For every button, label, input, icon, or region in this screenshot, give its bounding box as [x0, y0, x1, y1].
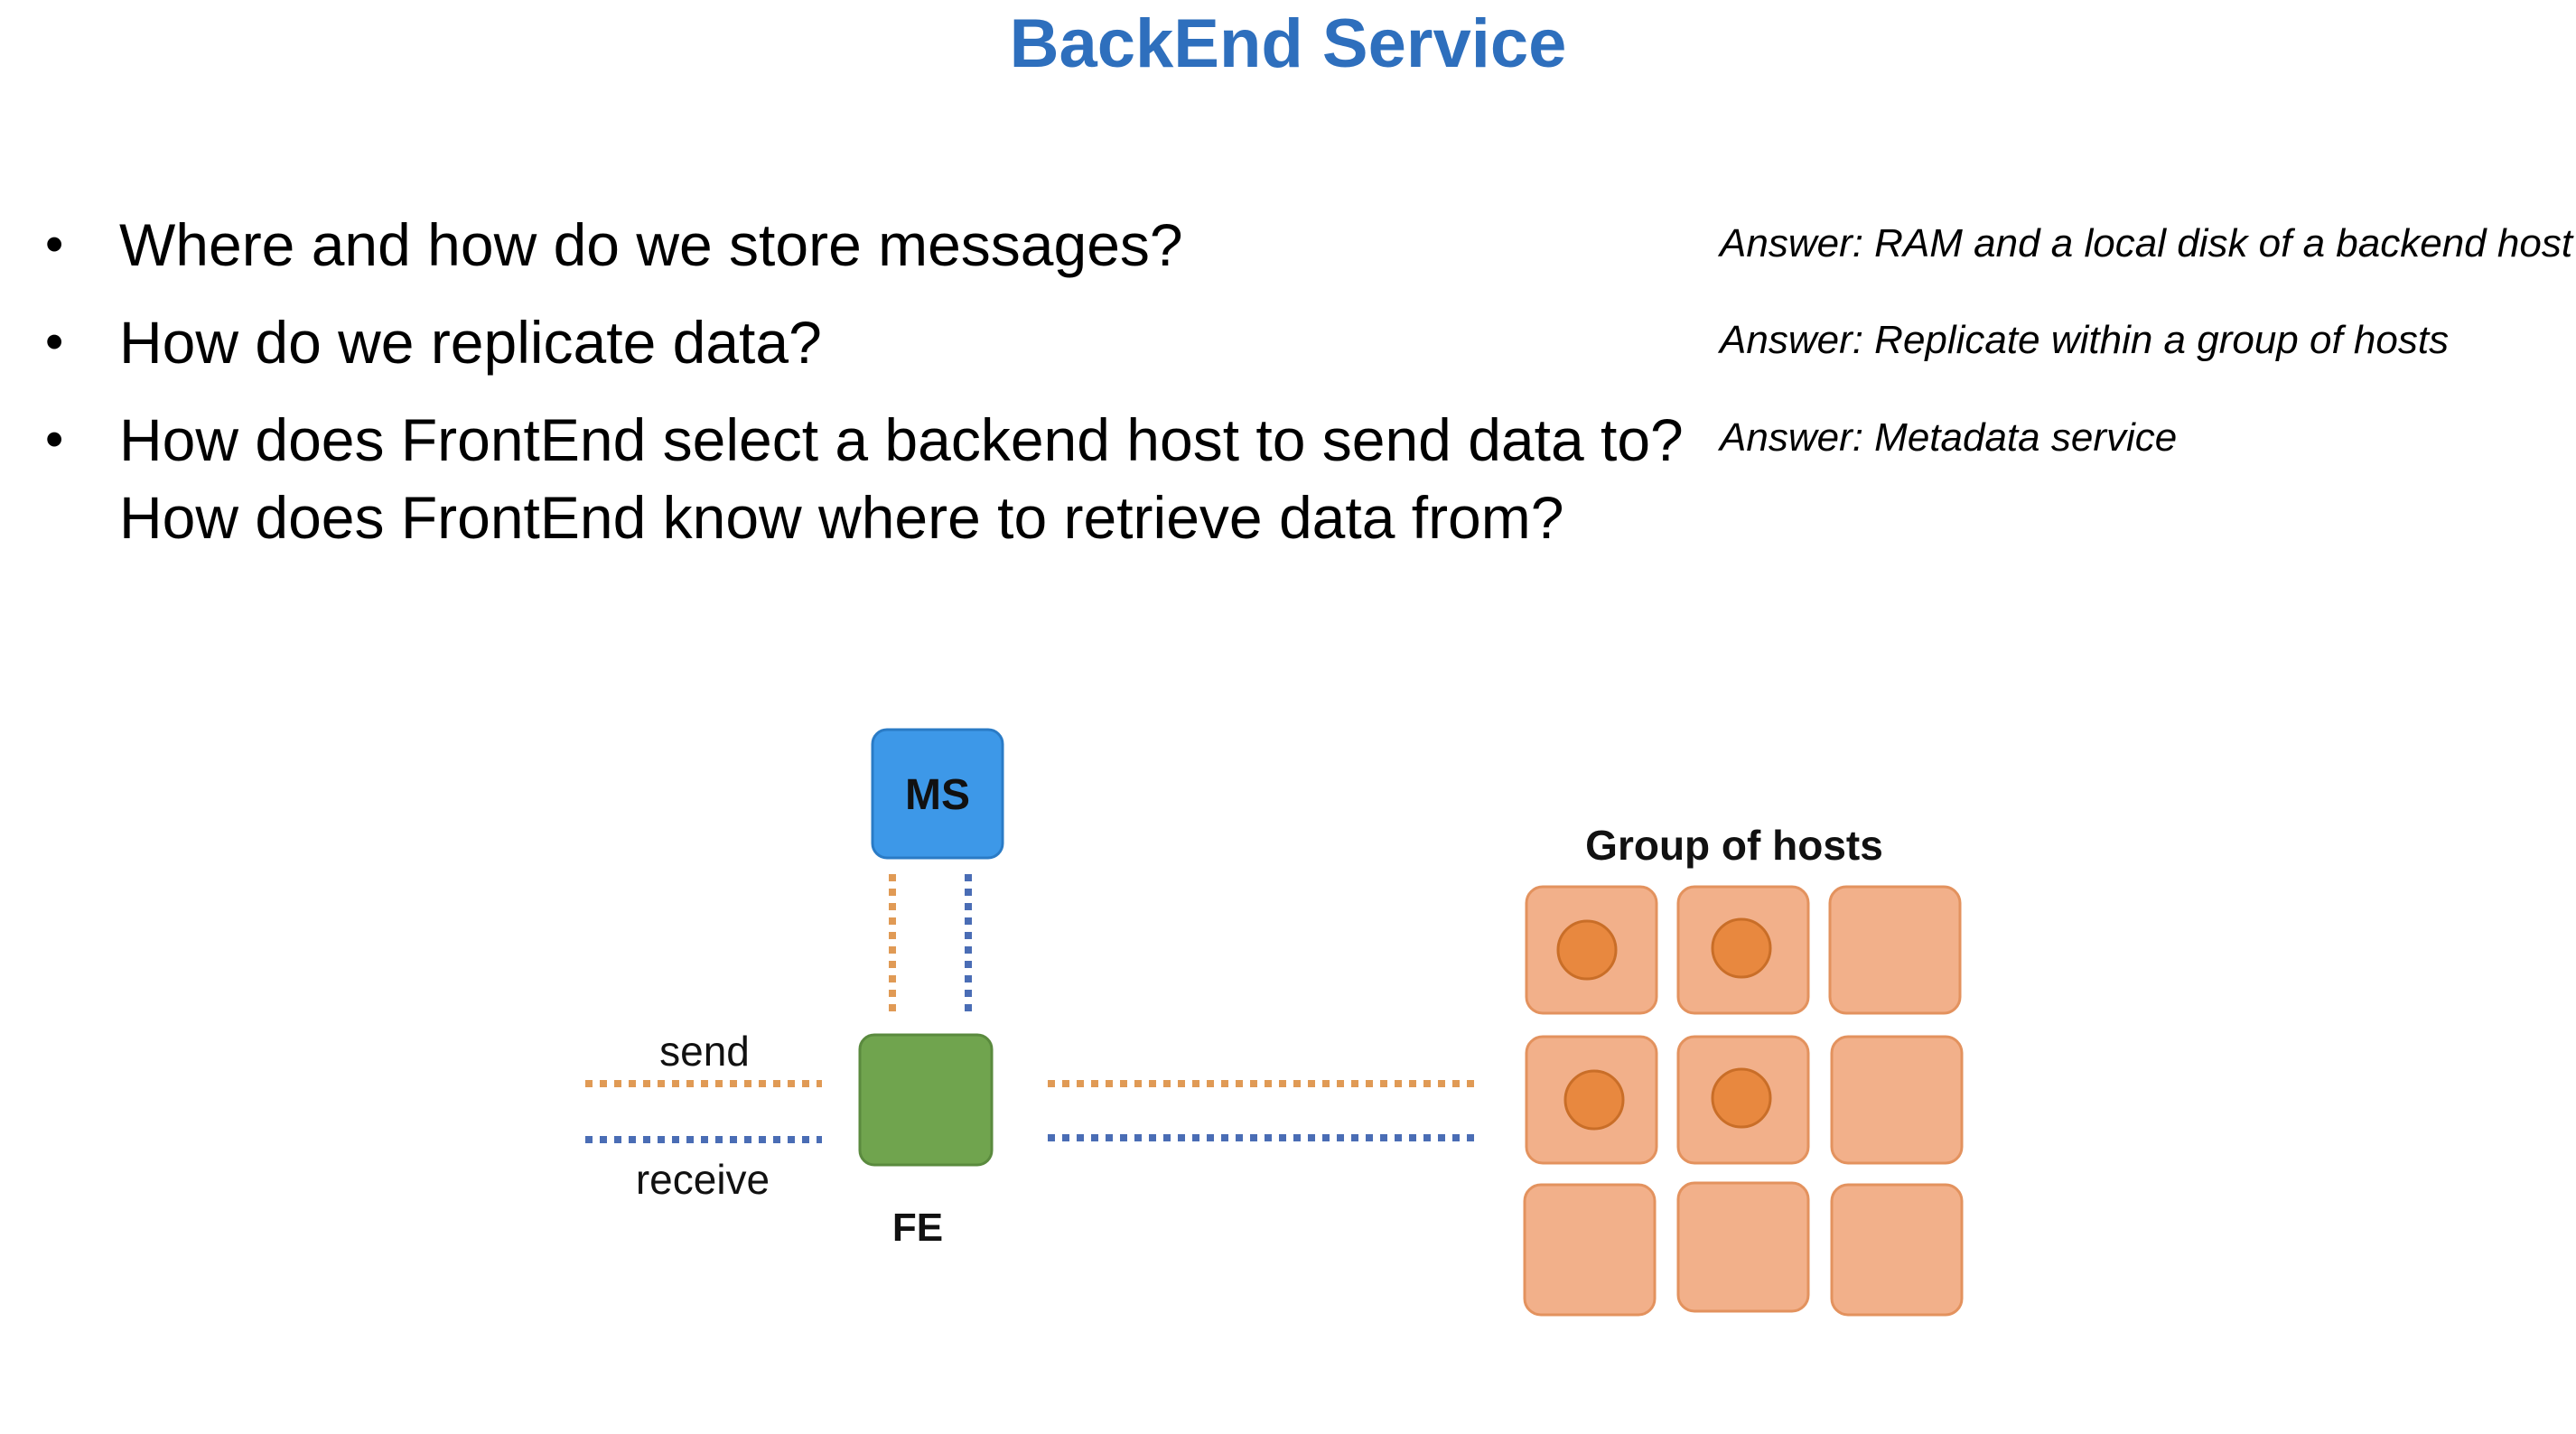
answer-text: Answer: Metadata service — [1720, 415, 2178, 460]
answer-text: Answer: RAM and a local disk of a backen… — [1720, 221, 2573, 265]
slide-title: BackEnd Service — [1009, 5, 1567, 82]
group-of-hosts-label: Group of hosts — [1585, 822, 1883, 869]
bullet-list: • Where and how do we store messages? • … — [45, 206, 1716, 556]
bullet-text: Where and how do we store messages? — [119, 211, 1183, 278]
bullet-text-continuation: How does FrontEnd know where to retrieve… — [119, 484, 1564, 551]
bullet-dot-icon: • — [45, 215, 64, 274]
bullet-text: How do we replicate data? — [119, 309, 822, 376]
host-grid — [1523, 885, 1964, 1317]
receive-label: receive — [636, 1156, 770, 1203]
bullet-dot-icon: • — [45, 312, 64, 371]
fe-box — [858, 1033, 994, 1167]
bullet-item: • How do we replicate data? — [45, 303, 1716, 381]
answer-list: Answer: RAM and a local disk of a backen… — [1720, 217, 2573, 507]
host-box — [1676, 1181, 1810, 1313]
bullet-dot-icon: • — [45, 410, 64, 469]
host-box — [1523, 1183, 1657, 1317]
ms-box — [871, 728, 1004, 860]
ms-label: MS — [905, 771, 970, 819]
replica-dot-icon — [1563, 1069, 1625, 1131]
replica-dot-icon — [1711, 917, 1772, 979]
answer-text: Answer: Replicate within a group of host… — [1720, 318, 2450, 362]
bullet-item: • How does FrontEnd select a backend hos… — [45, 401, 1716, 556]
replica-dot-icon — [1556, 919, 1618, 981]
host-box — [1830, 1183, 1964, 1317]
bullet-item: • Where and how do we store messages? — [45, 206, 1716, 284]
host-box — [1830, 1035, 1964, 1165]
send-label: send — [659, 1028, 750, 1075]
bullet-text: How does FrontEnd select a backend host … — [119, 406, 1684, 473]
host-box — [1828, 885, 1962, 1015]
fe-label: FE — [892, 1206, 943, 1250]
replica-dot-icon — [1711, 1067, 1772, 1129]
